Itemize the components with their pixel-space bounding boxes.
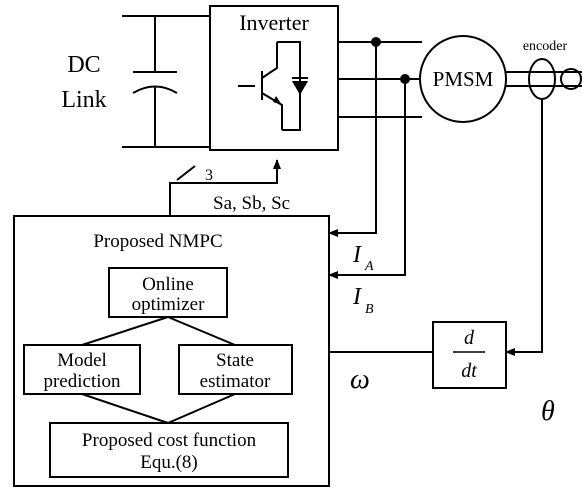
dc-link-label-line1: DC: [67, 52, 100, 78]
cost-label-line1: Proposed cost function: [82, 430, 257, 451]
encoder-feedback-line: [505, 99, 543, 356]
optimizer-label-line1: Online: [142, 274, 194, 295]
optimizer-to-model-link: [81, 316, 169, 346]
optimizer-label-line2: optimizer: [132, 294, 205, 315]
encoder-disc: [528, 58, 556, 100]
shaft-end-disc: [560, 68, 582, 90]
inverter-title: Inverter: [239, 10, 309, 35]
model-to-cost-link: [81, 393, 169, 424]
dc-link-label-line2: Link: [61, 87, 106, 113]
current-feedback-ia: [328, 42, 377, 237]
ib-subscript: B: [365, 302, 374, 317]
cost-label-line2: Equ.(8): [140, 452, 198, 473]
ib-label: I: [352, 284, 362, 310]
derivative-box: [432, 321, 507, 389]
state-estimator-box: [178, 344, 293, 395]
ia-label: I: [352, 242, 362, 268]
encoder-label: encoder: [523, 39, 568, 54]
bus-count-label: 3: [205, 167, 213, 184]
pmsm-label: PMSM: [433, 67, 494, 91]
ia-subscript: A: [364, 259, 374, 274]
switching-signal-bus: [169, 159, 281, 216]
omega-label: ω: [350, 364, 370, 395]
current-feedback-ib: [328, 79, 406, 279]
theta-label: θ: [541, 396, 555, 427]
model-label-line1: Model: [57, 350, 107, 371]
igbt-emitter-arrow: [273, 96, 282, 105]
switching-signals-label: Sa, Sb, Sc: [213, 193, 290, 214]
estimator-to-cost-link: [167, 393, 236, 424]
diode-symbol: [292, 81, 308, 95]
state-label-line2: estimator: [200, 371, 271, 392]
junction-dot-a: [371, 37, 381, 47]
optimizer-to-estimator-link: [167, 316, 236, 346]
derivative-denominator: dt: [461, 360, 477, 382]
bus-slash: [176, 165, 196, 181]
model-label-line2: prediction: [43, 371, 121, 392]
nmpc-title: Proposed NMPC: [93, 231, 222, 252]
derivative-numerator: d: [464, 327, 475, 349]
state-label-line1: State: [216, 350, 254, 371]
junction-dot-b: [400, 74, 410, 84]
pmsm-motor: [419, 35, 507, 123]
motor-shaft: [506, 71, 582, 87]
